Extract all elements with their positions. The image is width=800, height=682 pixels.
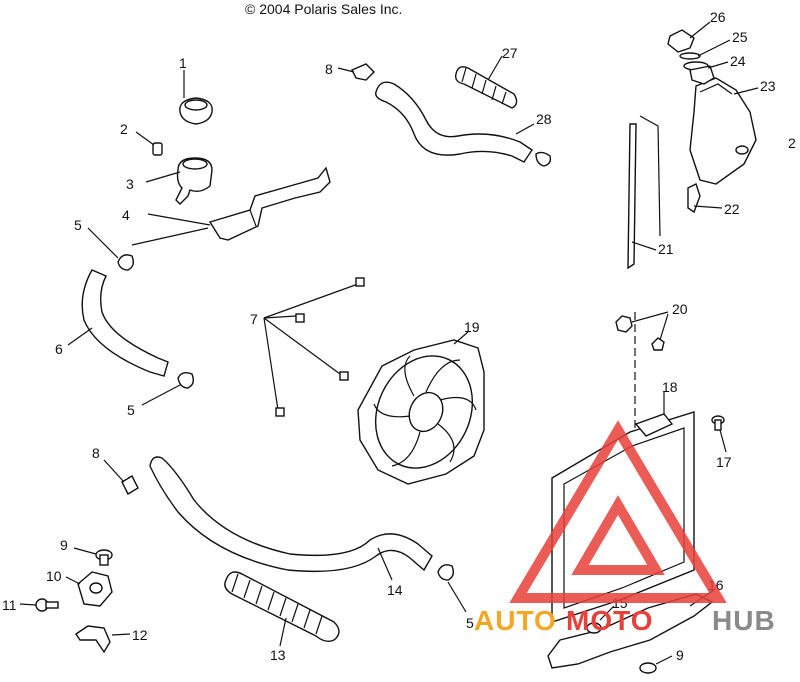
callout-25: 25 (732, 29, 748, 45)
bolt-bottom-right (639, 655, 673, 674)
callout-8-left: 8 (92, 445, 100, 461)
watermark-triangle-icon (509, 420, 727, 603)
callout-26: 26 (710, 9, 726, 25)
watermark-wordmark: AUTO MOTO HUB (474, 605, 776, 636)
nuts (615, 311, 669, 351)
hose-upper (375, 81, 552, 167)
callout-9-bottom: 9 (676, 647, 684, 663)
clip-top (337, 63, 375, 81)
watermark-word-hub: HUB (712, 605, 776, 636)
reservoir-cap-stack (667, 21, 731, 85)
mounting-bracket (131, 166, 331, 246)
radiator (551, 312, 695, 623)
cooling-fan (357, 331, 485, 485)
callout-6: 6 (55, 341, 63, 357)
callout-19: 19 (464, 319, 480, 335)
callout-11: 11 (2, 597, 17, 613)
callout-14: 14 (387, 582, 403, 598)
screw-right (711, 415, 727, 453)
watermark-word-moto: MOTO (566, 605, 653, 636)
copyright-text: © 2004 Polaris Sales Inc. (245, 1, 402, 17)
hose-barb (687, 183, 723, 214)
callout-21: 21 (658, 241, 674, 257)
callout-12: 12 (132, 627, 148, 643)
shroud-plate (547, 589, 715, 669)
clamp-lower (437, 564, 467, 613)
screw-small-left (19, 598, 59, 612)
callout-1: 1 (179, 55, 187, 71)
callout-27: 27 (502, 45, 518, 61)
screw-left (135, 131, 163, 156)
callout-2-right: 2 (788, 135, 796, 151)
clamp-mid (141, 371, 195, 406)
callout-18: 18 (662, 379, 678, 395)
watermark-logo (509, 420, 727, 603)
bolt-left (73, 547, 113, 566)
callout-5-lower: 5 (466, 615, 474, 631)
watermark-word-auto: AUTO (474, 605, 557, 636)
callout-23: 23 (760, 78, 776, 94)
overflow-tube (627, 115, 661, 270)
grommet-mount (65, 571, 113, 607)
callout-3: 3 (126, 176, 134, 192)
clamp-upper (87, 227, 135, 271)
callout-8-top: 8 (325, 61, 333, 77)
callout-5-mid: 5 (127, 402, 135, 418)
radiator-cap (179, 70, 213, 125)
hose-lower-long (149, 456, 433, 581)
watermark-inner-icon (571, 495, 665, 575)
callout-4: 4 (122, 207, 130, 223)
callout-13: 13 (270, 647, 286, 663)
hose-curved (67, 269, 169, 377)
clip-left (103, 459, 139, 495)
callout-20: 20 (672, 301, 688, 317)
callout-17: 17 (716, 454, 732, 470)
corrugated-sleeve (224, 571, 340, 647)
callout-22: 22 (724, 201, 740, 217)
foam-sleeve (454, 55, 518, 109)
callout-24: 24 (730, 53, 746, 69)
callout-7: 7 (250, 311, 258, 327)
callout-10: 10 (46, 568, 62, 584)
wire-ties (263, 277, 365, 417)
coolant-reservoir (689, 77, 759, 185)
callout-9-left: 9 (60, 537, 68, 553)
callout-28: 28 (536, 111, 552, 127)
filler-neck (145, 157, 213, 205)
small-bracket (75, 625, 131, 654)
callout-5-upper: 5 (74, 217, 82, 233)
callout-2-left: 2 (120, 121, 128, 137)
